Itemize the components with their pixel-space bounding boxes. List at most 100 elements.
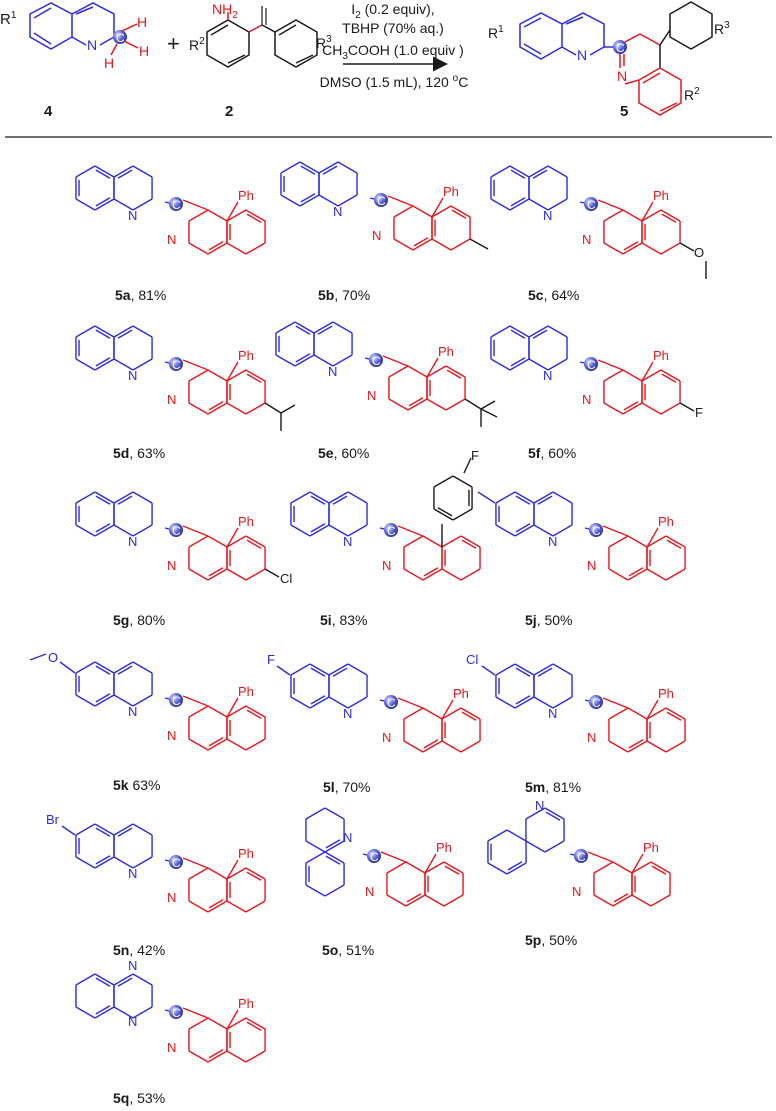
carbon-ball-icon xyxy=(169,693,183,707)
atom-label-c: C xyxy=(577,850,586,864)
atom-label-n1: N xyxy=(577,47,587,63)
atom-label-c: C xyxy=(172,524,181,538)
atom-label-n: N xyxy=(328,364,337,379)
compound-number-5: 5 xyxy=(620,103,628,120)
atom-label-c: C xyxy=(172,694,181,708)
compound-id: 5j xyxy=(525,612,537,628)
condition-line-2: TBHP (70% aq.) xyxy=(342,20,444,36)
compound-caption: 5f, 60% xyxy=(528,445,576,461)
compound-yield: , 81% xyxy=(545,779,581,795)
atom-label-n: N xyxy=(548,706,557,721)
condition-line-3: CH3COOH (1.0 equiv ) xyxy=(322,42,464,62)
atom-label-n: N xyxy=(367,388,376,403)
carbon-ball-icon xyxy=(584,357,598,371)
atom-label-br: Br xyxy=(46,812,60,827)
atom-label-c: C xyxy=(172,856,181,870)
atom-label-ph: Ph xyxy=(643,840,659,855)
atom-label-c: C xyxy=(172,198,181,212)
plus-sign: + xyxy=(167,31,180,56)
compound-number-4: 4 xyxy=(44,103,53,120)
compound-caption: 5g, 80% xyxy=(113,612,165,628)
atom-label-ph: Ph xyxy=(238,514,254,529)
atom-label-n: N xyxy=(128,1014,137,1029)
atom-label-ph: Ph xyxy=(238,684,254,699)
atom-label-f: F xyxy=(471,448,479,463)
atom-label-n: N xyxy=(167,890,176,905)
atom-label-f: F xyxy=(695,405,703,420)
compound-number-2: 2 xyxy=(225,103,233,120)
atom-label-n: N xyxy=(535,798,544,813)
carbon-ball-icon xyxy=(589,523,603,537)
compound-caption: 5q, 53% xyxy=(113,1090,165,1106)
atom-label-n: N xyxy=(587,730,596,745)
atom-label-ph: Ph xyxy=(438,344,454,359)
atom-label-n: N xyxy=(582,392,591,407)
atom-label-ph: Ph xyxy=(453,686,469,701)
atom-label-n: N xyxy=(343,534,352,549)
atom-label-c: C xyxy=(592,524,601,538)
compound-id: 5q xyxy=(113,1090,129,1106)
atom-label-ph: Ph xyxy=(238,188,254,203)
compound-yield: , 50% xyxy=(537,612,573,628)
compound-yield: , 70% xyxy=(335,779,371,795)
atom-label-n: N xyxy=(372,228,381,243)
atom-label-f: F xyxy=(267,652,275,667)
compound-id: 5n xyxy=(113,942,129,958)
atom-label-o: O xyxy=(694,245,704,260)
atom-label-n: N xyxy=(167,1040,176,1055)
compound-caption: 5a, 81% xyxy=(115,287,166,303)
atom-label-n: N xyxy=(128,534,137,549)
compound-id: 5m xyxy=(525,779,545,795)
atom-label-n: N xyxy=(587,558,596,573)
compound-caption: 5e, 60% xyxy=(318,445,369,461)
compound-yield: , 63% xyxy=(129,445,165,461)
atom-label-ph: Ph xyxy=(658,686,674,701)
atom-label-n: N xyxy=(343,830,352,845)
compound-caption: 5l, 70% xyxy=(323,779,371,795)
atom-label-h3: H xyxy=(104,55,114,71)
compound-yield: , 70% xyxy=(334,287,370,303)
compound-caption: 5m, 81% xyxy=(525,779,581,795)
compound-id: 5d xyxy=(113,445,129,461)
compound-id: 5p xyxy=(525,932,541,948)
carbon-ball-icon xyxy=(584,197,598,211)
compound-yield: , 64% xyxy=(544,287,580,303)
label-r3: R3 xyxy=(714,20,730,37)
label-nh2: NH2 xyxy=(212,1,238,21)
atom-label-n: N xyxy=(343,706,352,721)
reactant-1-structure: N R1 C H H H xyxy=(0,2,149,71)
atom-label-ph: Ph xyxy=(653,348,669,363)
compound-yield: , 50% xyxy=(541,932,577,948)
compound-yield: 63% xyxy=(129,777,161,793)
atom-label-n: N xyxy=(128,368,137,383)
atom-label-n: N xyxy=(167,558,176,573)
condition-line-1: I2 (0.2 equiv), xyxy=(351,1,434,21)
atom-label-n: N xyxy=(167,392,176,407)
atom-label-ph: Ph xyxy=(658,514,674,529)
compound-caption: 5b, 70% xyxy=(318,287,370,303)
atom-label-n: N xyxy=(543,368,552,383)
compound-caption: 5i, 83% xyxy=(320,612,368,628)
atom-label-n: N xyxy=(128,866,137,881)
compound-yield: , 83% xyxy=(332,612,368,628)
atom-label-h2: H xyxy=(139,43,149,59)
compound-id: 5i xyxy=(320,612,332,628)
atom-label-n: N xyxy=(87,37,97,53)
atom-label-n: N xyxy=(128,208,137,223)
carbon-ball-icon xyxy=(589,695,603,709)
